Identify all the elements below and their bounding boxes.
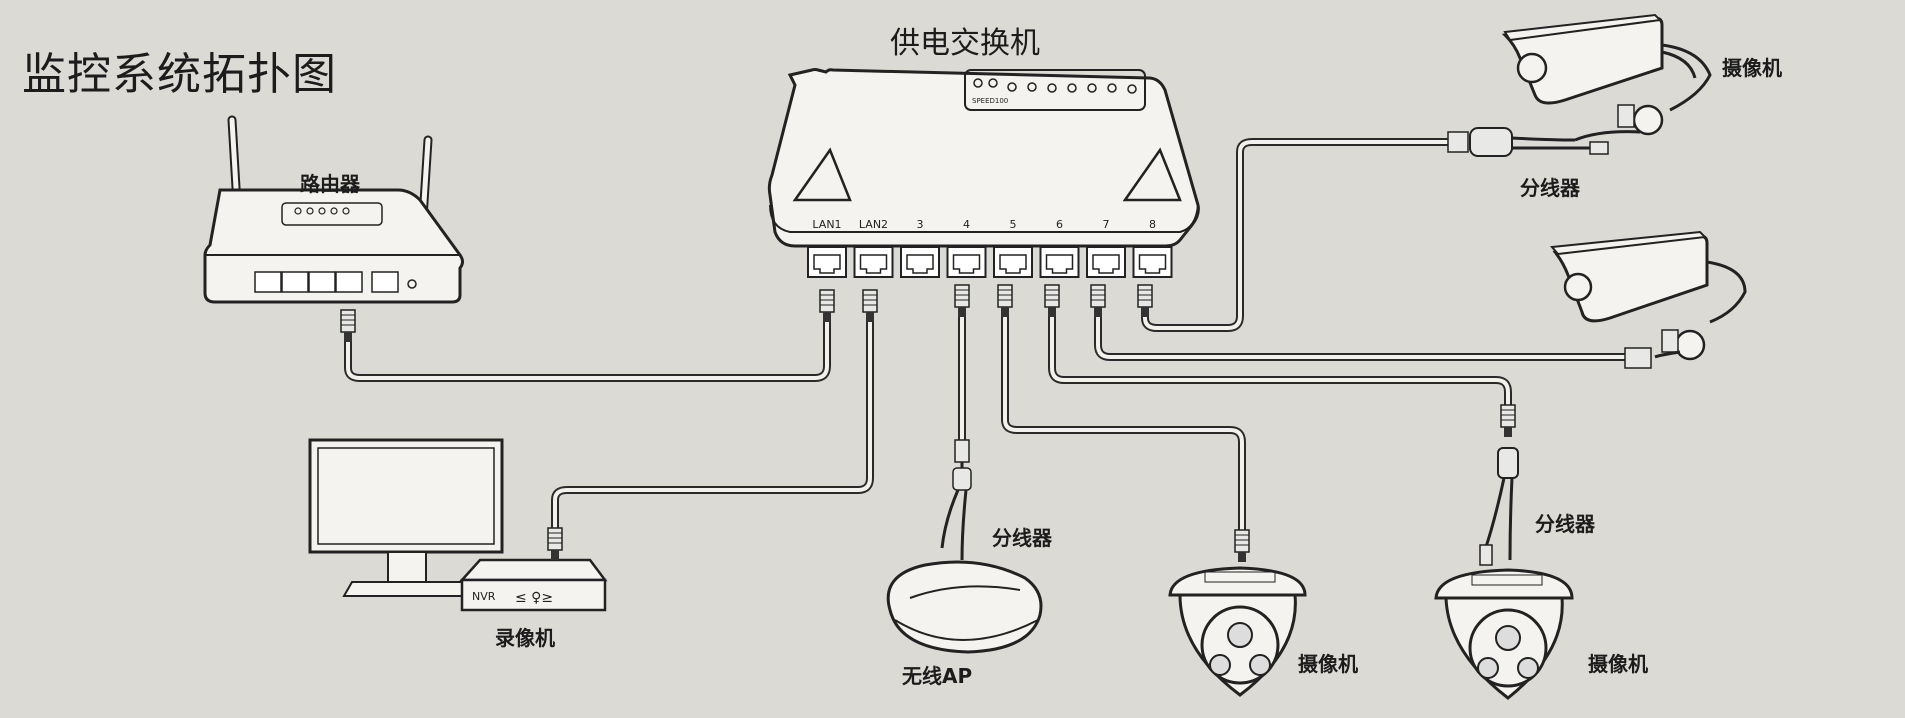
- diagram-title: 监控系统拓扑图: [22, 49, 337, 100]
- dome-camera-2-label: 摄像机: [1588, 652, 1648, 676]
- bullet-camera-1-label: 摄像机: [1722, 56, 1782, 80]
- splitter-right-label: 分线器: [1535, 512, 1595, 536]
- switch-port-3: [900, 246, 940, 278]
- switch-port-1: [807, 246, 847, 278]
- switch-port-8: [1132, 246, 1173, 278]
- nvr-label: 录像机: [495, 626, 555, 650]
- svg-text:≤ ♀≥: ≤ ♀≥: [515, 590, 553, 606]
- dome-camera-2: [1434, 404, 1574, 700]
- switch-port-label-2: LAN2: [859, 218, 888, 231]
- switch-port-5: [993, 246, 1033, 278]
- nvr-device-text: NVR: [472, 590, 496, 603]
- bullet-camera-1: [1447, 13, 1712, 157]
- switch-port-label-8: 8: [1149, 218, 1156, 231]
- dome-camera-1: [1168, 529, 1307, 697]
- switch-port-label-1: LAN1: [812, 218, 841, 231]
- wireless-ap-label: 无线AP: [902, 664, 973, 688]
- switch-port-label-3: 3: [917, 218, 924, 231]
- bullet-camera-2: [1549, 230, 1747, 369]
- switch-connectors: [819, 284, 1153, 323]
- switch-port-label-4: 4: [963, 218, 970, 231]
- nvr: NVR ≤ ♀≥: [459, 527, 608, 612]
- switch-port-2: [853, 246, 894, 278]
- poe-switch: SPEED100 LAN1 LAN2 3 4 5 6 7 8: [767, 68, 1200, 278]
- cables: [344, 138, 1625, 550]
- monitor: [308, 438, 504, 597]
- switch-port-label-6: 6: [1056, 218, 1063, 231]
- switch-panel-text: SPEED100: [972, 97, 1008, 105]
- dome-camera-1-label: 摄像机: [1298, 652, 1358, 676]
- switch-port-4: [946, 246, 987, 278]
- splitter-top-label: 分线器: [1520, 176, 1580, 200]
- wireless-ap: [886, 439, 1043, 654]
- router: [203, 115, 464, 343]
- switch-port-6: [1039, 246, 1080, 278]
- switch-label: 供电交换机: [890, 26, 1040, 61]
- switch-port-label-5: 5: [1010, 218, 1017, 231]
- switch-port-label-7: 7: [1103, 218, 1110, 231]
- splitter-ap-label: 分线器: [992, 526, 1052, 550]
- switch-port-7: [1086, 246, 1126, 278]
- router-label: 路由器: [300, 172, 360, 196]
